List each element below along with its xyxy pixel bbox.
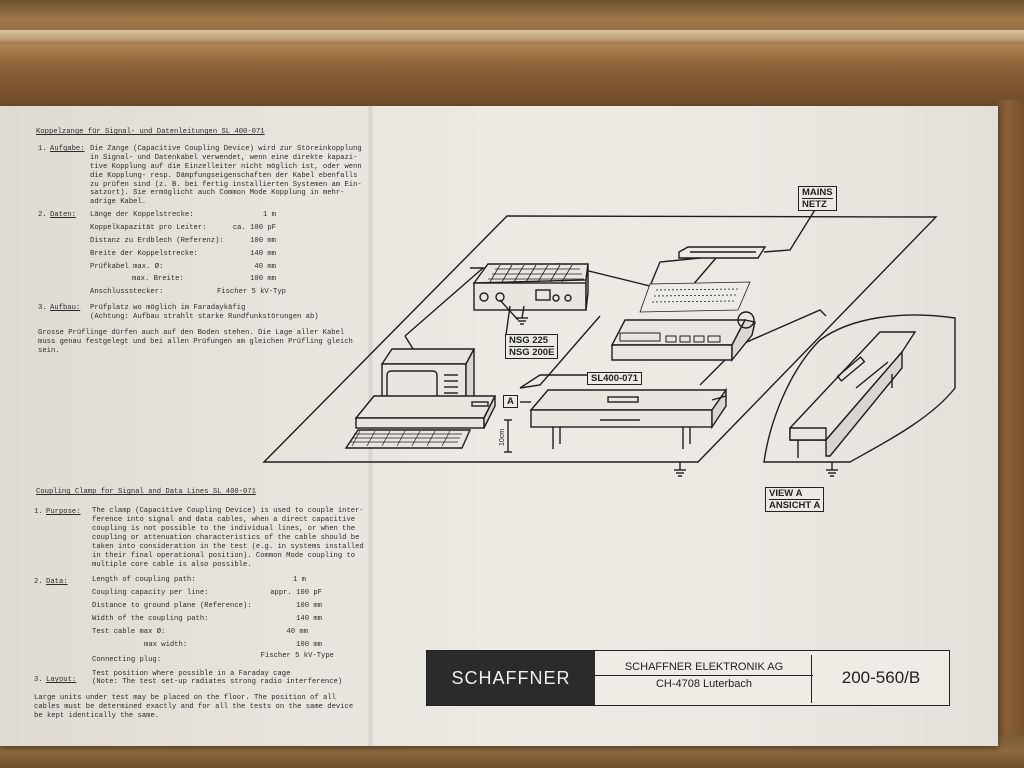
english-data-value: appr. 100 pF [270,589,322,597]
german-data-value: 100 mm [250,237,276,245]
wooden-shelf-top [0,0,1024,110]
sl-label: SL400-071 [587,372,643,385]
wooden-shelf-edge [0,30,1024,44]
english-s1-number: 1. [34,508,43,516]
english-data-label: Connecting plug: [92,656,162,664]
english-s2-title: Data: [46,578,68,586]
ground-plane [262,215,938,463]
german-data-value: 140 mm [250,250,276,258]
german-s1-number: 1. [38,145,47,153]
german-note-line: muss genau festgelegt und bei allen Prüf… [38,338,353,346]
german-data-value: ca. 100 pF [232,224,276,232]
english-s2-number: 2. [34,578,43,586]
english-s1-line: coupling or attenuation characteristics … [92,534,360,542]
german-s3-number: 3. [38,304,47,312]
english-data-value: 1 m [293,576,306,584]
nsg-label-1: NSG 225 [509,335,549,346]
view-a-detail [763,314,956,477]
nsg-generator [472,263,589,311]
german-s1-line: Die Zange (Capacitive Coupling Device) w… [90,145,362,153]
german-s1-line: tive Kopplung auf die Einzelleiter nicht… [90,163,362,171]
german-data-label: Prüfkabel max. Ø: [90,263,164,271]
german-s1-line: zu prüfen sind (z. B. bei fertig install… [90,181,362,189]
german-s3-line: Prüfplatz wo möglich im Faradaykäfig [90,304,246,312]
english-data-label: max width: [144,641,188,649]
german-data-label: Länge der Koppelstrecke: [90,211,194,219]
german-data-label: Distanz zu Erdblech (Referenz): [90,237,224,245]
german-data-label: Breite der Koppelstrecke: [90,250,198,258]
computer-base [354,395,497,429]
english-s1-line: ference into signal and data cables, whe… [92,516,356,524]
english-note-line: cables must be determined exactly and fo… [34,703,354,711]
english-note-line: Large units under test may be placed on … [34,694,336,702]
german-s3-line: (Achtung: Aufbau strahlt starke Rundfunk… [90,313,319,321]
english-data-value: 100 mm [296,641,322,649]
english-s1-line: in their final operational position). Co… [92,552,356,560]
english-data-label: Distance to ground plane (Reference): [92,602,252,610]
view-label-de: ANSICHT A [769,499,821,511]
company-name: SCHAFFNER ELEKTRONIK AG [624,661,784,673]
document-number: 200-560/B [841,668,921,687]
english-s1-title: Purpose: [46,508,81,516]
english-s1-line: multiple core cable is also possible. [92,561,252,569]
german-s1-line: satzort). Sie ermöglicht auch Common Mod… [90,189,345,197]
german-s1-line: die Kopplung- resp. Dämpfungseigenschaft… [90,172,358,180]
english-data-label: Coupling capacity per line: [92,589,209,597]
english-s1-line: coupling is not possible to the individu… [92,525,356,533]
english-s3-line: Test position where possible in a Farada… [92,670,291,678]
german-data-label: Koppelkapazität pro Leiter: [90,224,207,232]
german-s1-line: adrige Kabel. [90,198,147,206]
german-data-value: 40 mm [254,263,276,271]
english-data-label: Length of coupling path: [92,576,196,584]
english-data-value: 140 mm [296,615,322,623]
german-data-value: 1 m [263,211,276,219]
keyboard [344,429,472,449]
schaffner-logo: SCHAFFNER [427,651,595,705]
german-data-label: max. Breite: [132,275,184,283]
title-block-divider [595,675,813,676]
english-data-label: Test cable max Ø: [92,628,166,636]
paper-printout [639,281,751,313]
german-s1-line: in Signal- und Datenkabel verwendet, wen… [90,154,358,162]
view-label-en: VIEW A [769,488,803,499]
nsg-label: NSG 225 NSG 200E [505,334,559,359]
english-s3-line: (Note: The test set-up radiates strong r… [92,678,343,686]
german-s3-title: Aufbau: [50,304,81,312]
english-s1-line: The clamp (Capacitive Coupling Device) i… [92,507,364,515]
analyzer-unit [610,311,756,362]
english-data-value: 40 mm [286,628,308,636]
sl400-coupling-clamp [529,387,728,449]
german-s2-title: Daten: [50,211,76,219]
german-data-value: 100 mm [250,275,276,283]
view-label: VIEW A ANSICHT A [765,487,825,512]
german-data-value: Fischer 5 kV-Typ [216,288,286,296]
mains-label-en: MAINS [802,187,833,198]
english-s1-line: taken into consideration in the test (e.… [92,543,364,551]
english-note-line: be kept identically the same. [34,712,160,720]
german-note-line: sein. [38,347,60,355]
english-data-label: Width of the coupling path: [92,615,209,623]
german-heading: Koppelzange für Signal- und Datenleitung… [36,128,265,136]
english-s3-title: Layout: [46,676,77,684]
a-marker: A [503,395,518,408]
german-note-line: Grosse Prüflinge dürfen auch auf den Bod… [38,329,345,337]
title-block: SCHAFFNER SCHAFFNER ELEKTRONIK AG CH-470… [426,650,950,706]
mains-cable [763,204,819,253]
company-address: CH-4708 Luterbach [655,678,752,690]
english-s3-number: 3. [34,676,43,684]
english-heading: Coupling Clamp for Signal and Data Lines… [36,488,256,496]
mains-label-de: NETZ [802,198,833,210]
english-data-value: Fischer 5 kV-Type [260,652,334,660]
german-data-label: Anschlussstecker: [90,288,164,296]
nsg-label-2: NSG 200E [509,346,555,358]
german-s2-number: 2. [38,211,47,219]
company-info: SCHAFFNER ELEKTRONIK AG CH-4708 Luterbac… [597,655,812,703]
mains-label: MAINS NETZ [798,186,837,211]
german-s1-title: Aufgabe: [50,145,85,153]
height-dimension-label: 10cm [499,428,506,446]
english-data-value: 100 mm [296,602,322,610]
